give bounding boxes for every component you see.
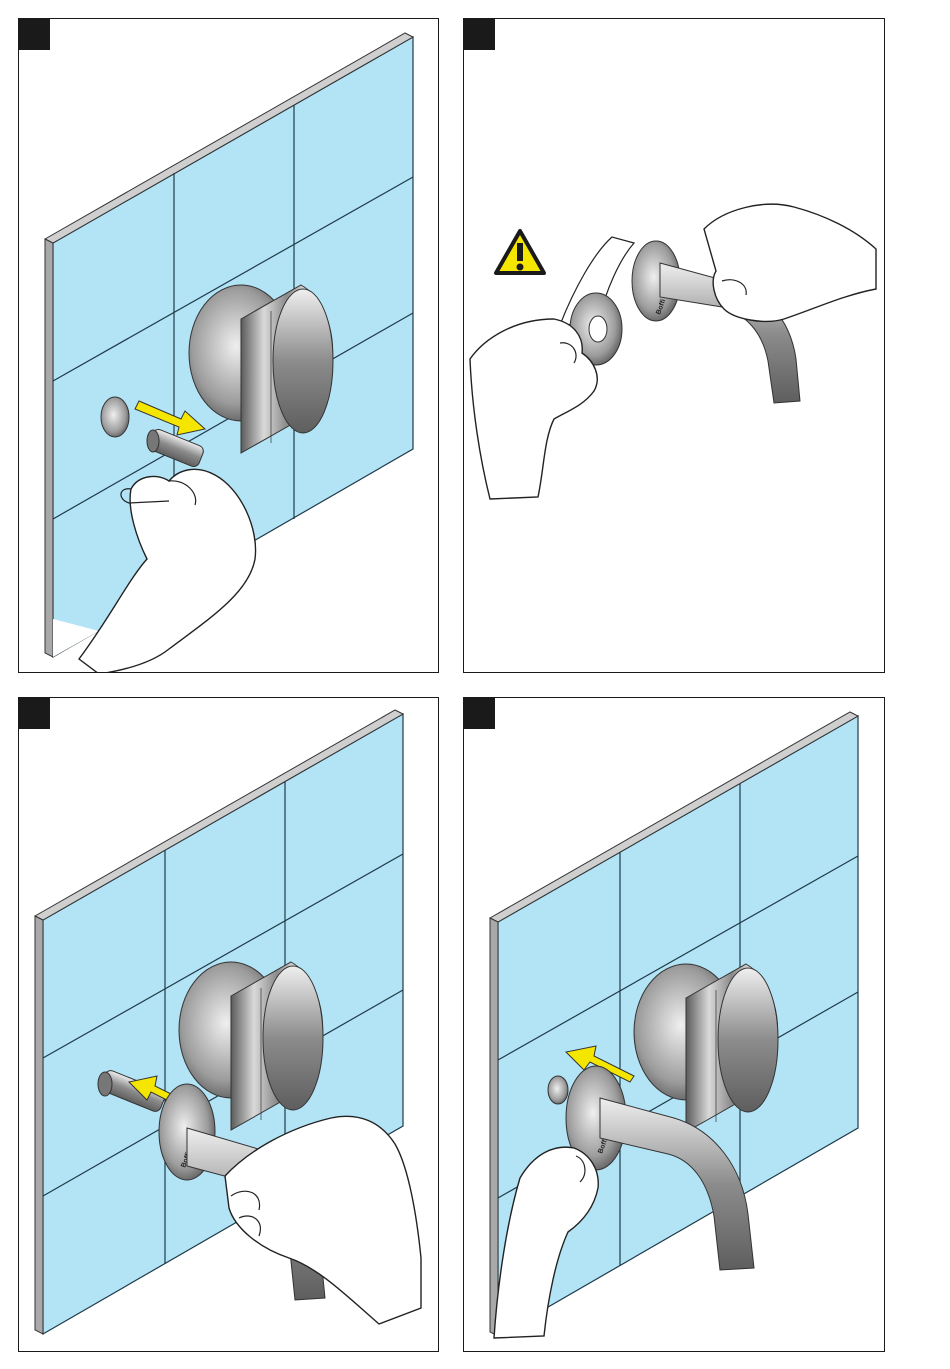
warning-triangle-icon	[496, 231, 544, 273]
step-panel-3: Boffi	[18, 697, 439, 1352]
step-panel-1	[18, 18, 439, 673]
step-illustration: Boffi	[19, 698, 439, 1352]
step-illustration: Boffi	[464, 19, 885, 673]
step-illustration	[19, 19, 439, 673]
step-panel-4: Boffi	[463, 697, 885, 1352]
step-panel-2: Boffi	[463, 18, 885, 673]
step-illustration: Boffi	[464, 698, 885, 1352]
